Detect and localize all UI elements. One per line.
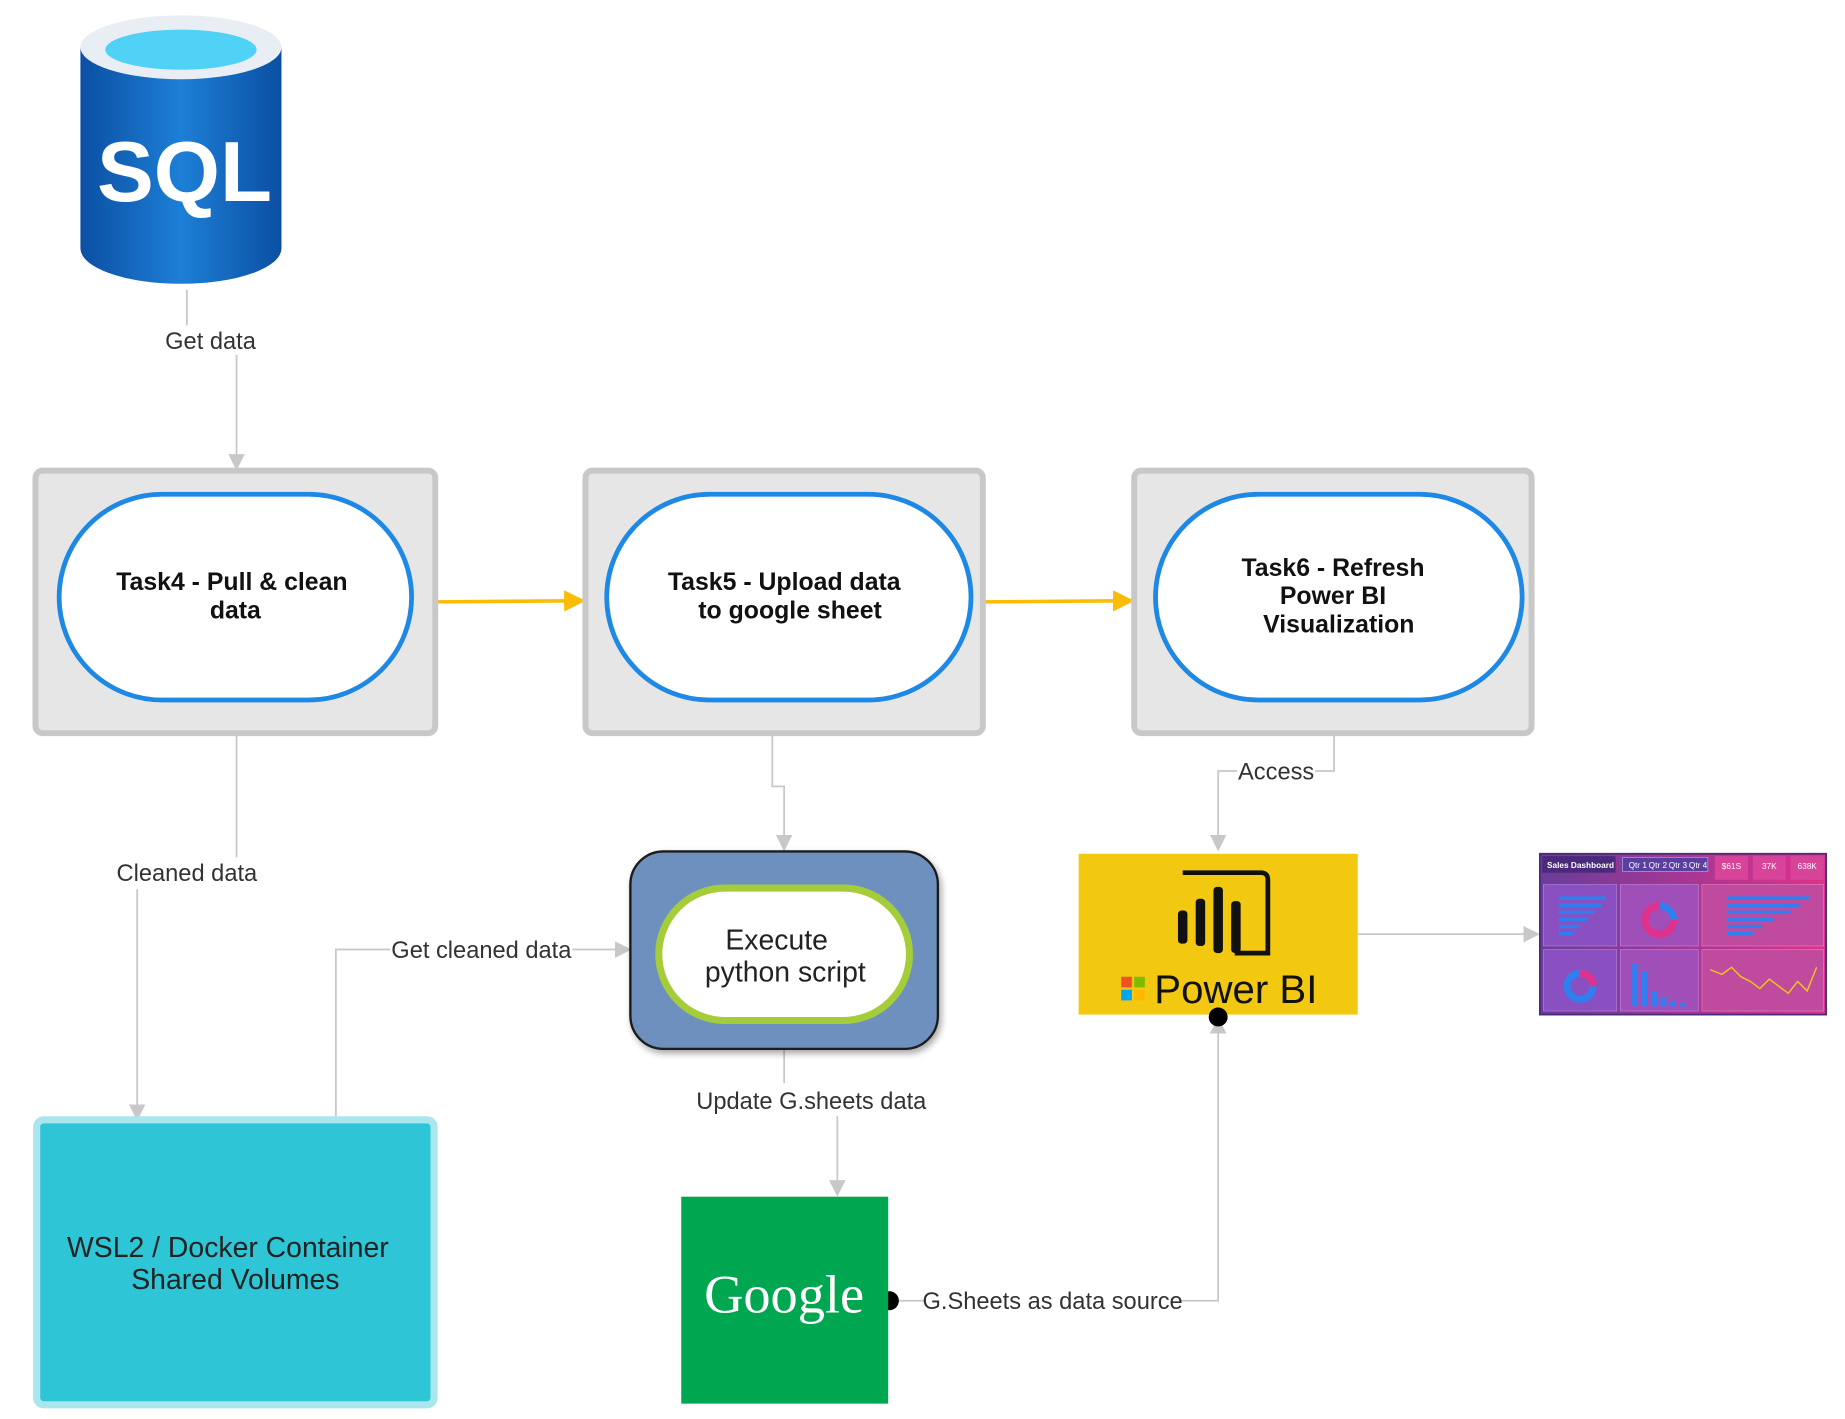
task5-node[interactable]: Task5 - Upload data to google sheet — [582, 467, 986, 737]
wsl-docker-node[interactable]: WSL2 / Docker Container Shared Volumes — [33, 1116, 438, 1409]
dashboard-filter-q3: Qtr 3 — [1669, 861, 1688, 870]
edge-label-get-data: Get data — [165, 329, 257, 355]
dashboard-kpi-1: $61S — [1722, 862, 1742, 871]
edge-access: Access — [1209, 733, 1335, 852]
edge-task5-to-task6 — [983, 590, 1135, 612]
microsoft-logo-icon — [1121, 976, 1145, 1001]
google-sheets-icon: Google — [681, 1196, 889, 1404]
powerbi-bars-icon — [1177, 870, 1271, 956]
edge-task5-to-execute — [771, 733, 793, 852]
dashboard-panel-hbars — [1701, 884, 1825, 947]
google-tile — [681, 1196, 889, 1404]
dashboard-panel-donut-2 — [1543, 949, 1618, 1012]
dashboard-filters: Qtr 1 Qtr 2 Qtr 3 Qtr 4 — [1629, 861, 1708, 870]
sql-database-icon: SQL — [80, 15, 282, 284]
execute-pill — [655, 884, 914, 1025]
edge-label-update-gsheets: Update G.sheets data — [696, 1089, 927, 1115]
powerbi-wordmark: Power BI — [1154, 967, 1317, 1012]
edge-update-gsheets: Update G.sheets data — [696, 1047, 927, 1197]
dashboard-filter-q1: Qtr 1 — [1629, 861, 1648, 870]
task5-label: Task5 - Upload data to google sheet — [668, 569, 908, 624]
edge-label-gsheets-source: G.Sheets as data source — [922, 1289, 1182, 1315]
wsl-label: WSL2 / Docker Container Shared Volumes — [67, 1232, 397, 1296]
sales-dashboard-thumbnail[interactable]: Sales Dashboard Qtr 1 Qtr 2 Qtr 3 Qtr 4 … — [1538, 852, 1827, 1016]
wsl-container — [33, 1116, 438, 1409]
dashboard-kpi-2: 37K — [1762, 862, 1777, 871]
edge-gsheets-source: G.Sheets as data source — [879, 1016, 1227, 1315]
task6-node[interactable]: Task6 - Refresh Power BI Visualization — [1131, 467, 1535, 737]
task5-pill — [604, 491, 974, 703]
edge-label-access: Access — [1238, 759, 1314, 785]
dashboard-filter-q4: Qtr 4 — [1689, 861, 1708, 870]
task4-node[interactable]: Task4 - Pull & clean data — [32, 467, 439, 737]
edge-cleaned-data: Cleaned data — [117, 733, 259, 1122]
edge-get-data: Get data — [165, 289, 257, 471]
dashboard-title: Sales Dashboard — [1547, 861, 1614, 870]
dashboard-kpi-3: 638K — [1798, 862, 1818, 871]
sql-icon-label: SQL — [97, 125, 272, 220]
edge-label-cleaned-data: Cleaned data — [117, 861, 259, 887]
powerbi-icon: Power BI — [1078, 853, 1358, 1027]
edge-label-get-cleaned-data: Get cleaned data — [391, 938, 572, 964]
execute-python-node[interactable]: Execute python script — [629, 850, 940, 1051]
dashboard-panel-donut — [1620, 884, 1699, 947]
connector-dot-powerbi — [1208, 1007, 1228, 1027]
task6-pill — [1153, 491, 1525, 703]
dashboard-panel-line — [1701, 949, 1825, 1012]
task6-label: Task6 - Refresh Power BI Visualization — [1241, 555, 1431, 639]
edge-get-cleaned-data: Get cleaned data — [334, 938, 632, 1119]
task4-pill — [56, 491, 414, 703]
dashboard-panel-bars — [1543, 884, 1618, 947]
dashboard-filter-q2: Qtr 2 — [1649, 861, 1668, 870]
dashboard-panel-columns — [1620, 949, 1699, 1012]
execute-label: Execute python script — [705, 925, 866, 989]
google-wordmark: Google — [704, 1265, 864, 1325]
edge-task4-to-task5 — [435, 590, 586, 612]
task4-label: Task4 - Pull & clean data — [116, 569, 354, 624]
